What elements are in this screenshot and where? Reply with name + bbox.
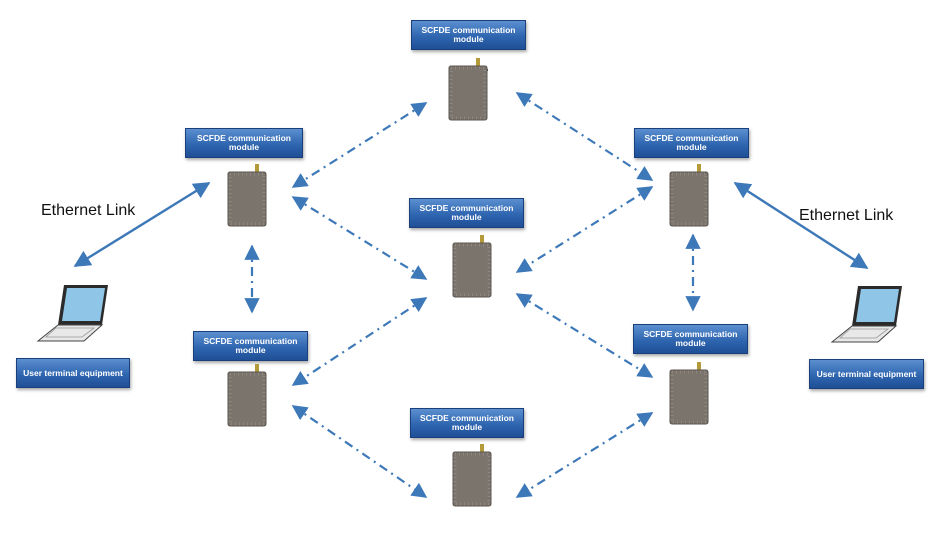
radio-module-icon	[448, 58, 490, 121]
radio-module-icon	[227, 364, 267, 427]
radio-link-rightupper-center	[515, 186, 654, 273]
ethernet-link-right	[733, 181, 869, 270]
ethernet-link-left	[73, 181, 211, 268]
radio-link-leftupper-center	[291, 196, 428, 280]
radio-module-icon	[452, 235, 492, 298]
radio-link-top-leftupper	[291, 102, 428, 188]
radio-link-leftlower-bottom	[291, 405, 428, 498]
module-label-bottom: SCFDE communication module	[410, 408, 524, 438]
ethernet-link-label-left: Ethernet Link	[41, 202, 136, 219]
module-label-left-upper: SCFDE communication module	[185, 128, 303, 158]
module-label-right-lower: SCFDE communication module	[633, 324, 748, 354]
module-label-left-lower: SCFDE communication module	[193, 331, 308, 361]
laptop-icon	[36, 285, 108, 342]
terminal-label-right: User terminal equipment	[809, 359, 924, 389]
module-label-center: SCFDE communication module	[409, 198, 524, 228]
terminal-label-left: User terminal equipment	[16, 358, 130, 388]
radio-link-center-rightlower	[515, 293, 654, 378]
ethernet-link-label-right: Ethernet Link	[799, 207, 894, 224]
radio-link-rightlower-bottom	[515, 412, 654, 498]
radio-link-top-rightupper	[515, 92, 654, 181]
radio-module-icon	[669, 362, 709, 425]
laptop-icon	[830, 286, 902, 343]
radio-link-center-leftlower	[291, 297, 428, 386]
radio-module-icon	[452, 444, 492, 507]
module-label-top: SCFDE communication module	[411, 20, 526, 50]
module-label-right-upper: SCFDE communication module	[634, 128, 749, 158]
radio-module-icon	[669, 164, 709, 227]
radio-module-icon	[227, 164, 267, 227]
